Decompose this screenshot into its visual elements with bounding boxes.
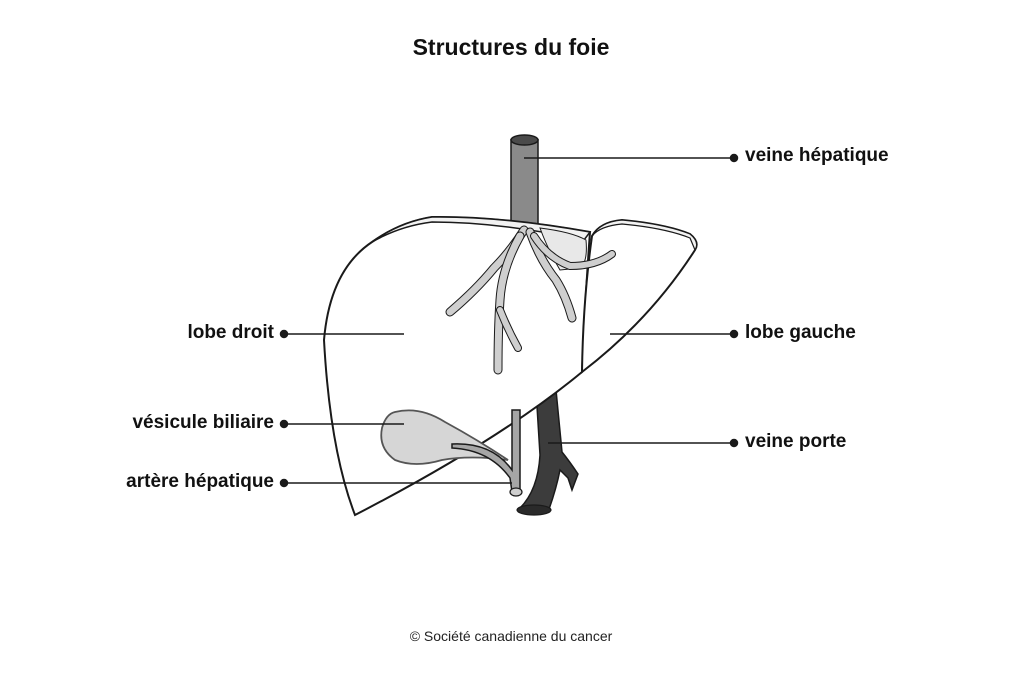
label-gallbladder: vésicule biliaire — [132, 412, 274, 433]
leader-lines — [279, 153, 739, 488]
hepatic-vein-branches — [445, 225, 616, 375]
label-left-lobe: lobe gauche — [745, 322, 856, 343]
liver-left-lobe — [580, 218, 698, 375]
portal-vein — [516, 389, 579, 516]
leader-dot-left-lobe — [729, 329, 739, 339]
label-right-lobe: lobe droit — [187, 322, 274, 343]
leader-dot-right-lobe — [279, 329, 289, 339]
hepatic-artery-shape — [451, 409, 523, 497]
leader-dot-portal-vein — [729, 438, 739, 448]
label-portal-vein: veine porte — [745, 431, 847, 452]
leader-dot-hepatic-vein — [729, 153, 739, 163]
label-hepatic-artery: artère hépatique — [126, 471, 274, 492]
copyright-credit: © Société canadienne du cancer — [409, 628, 613, 644]
leader-dot-gallbladder — [279, 419, 289, 429]
diagram-title: Structures du foie — [412, 34, 610, 60]
label-hepatic-vein: veine hépatique — [745, 145, 889, 166]
leader-dot-hepatic-artery — [279, 478, 289, 488]
hepatic-vein — [510, 134, 539, 233]
